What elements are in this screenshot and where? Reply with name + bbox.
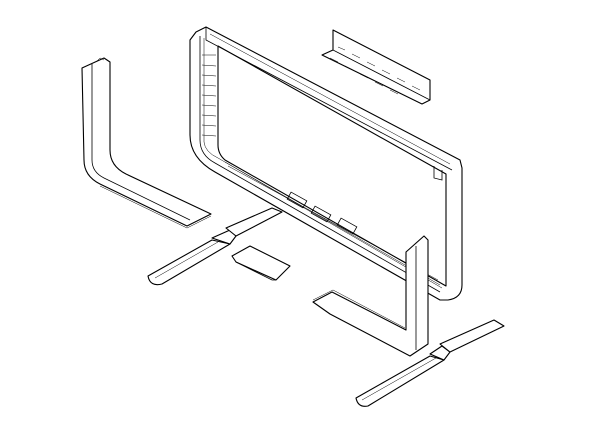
wall-bracket [321, 29, 431, 105]
cable-cover [231, 245, 291, 281]
left-foot [147, 207, 283, 286]
left-floor-plate [99, 185, 212, 229]
right-side-cover [312, 235, 429, 357]
frame-bottom-rail [224, 161, 441, 286]
frame [189, 26, 463, 301]
right-foot [355, 319, 505, 407]
left-side-cover [81, 57, 212, 227]
frame-left-ribs [201, 54, 217, 137]
right-floor-plate [312, 289, 406, 329]
